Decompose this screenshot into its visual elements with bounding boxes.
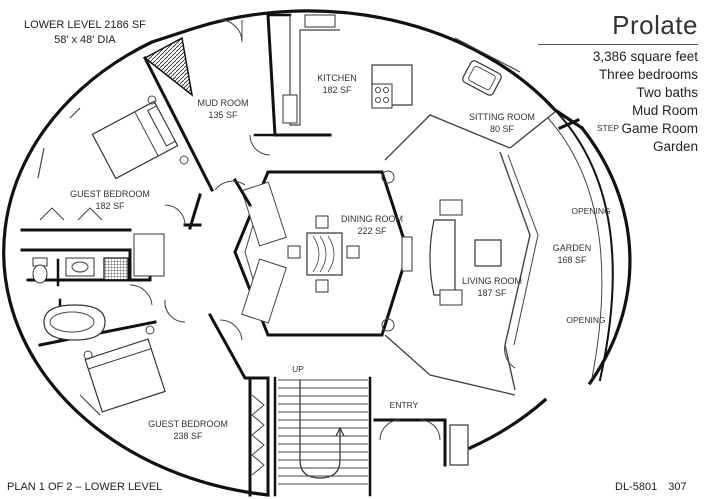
living-sofa: [429, 199, 502, 306]
door-mudroom-exterior: [219, 19, 243, 43]
guest-bed-lower: [84, 338, 166, 413]
cooktop: [371, 83, 393, 109]
exterior-dome-wall: [2, 9, 632, 497]
plan-code: DL-5801: [615, 481, 658, 493]
lower-level-diameter: 58' x 48' DIA: [54, 34, 116, 46]
title-block: Prolate 3,386 square feet Three bedrooms…: [538, 10, 698, 156]
nightstand: [147, 95, 157, 105]
plan-title: Prolate: [612, 10, 698, 40]
lower-level-note: LOWER LEVEL 2186 SF 58' x 48' DIA: [24, 18, 146, 48]
interior-walls: [20, 13, 580, 497]
sitting-chair: [462, 60, 502, 96]
vanity: [65, 257, 95, 277]
guest-bedroom-lower-label: GUEST BEDROOM: [148, 419, 228, 429]
dining-room-walls: [233, 170, 410, 337]
toilet-bowl: [32, 264, 48, 284]
dining-room-area: 222 SF: [357, 226, 387, 236]
spec-mud-room: Mud Room: [631, 103, 698, 118]
page-number: 307: [668, 481, 687, 493]
spec-baths: Two baths: [636, 85, 698, 100]
closet-box: [133, 233, 165, 277]
entry-double-door: [379, 419, 441, 441]
shower-grid: [103, 257, 129, 281]
mud-room-label: MUD ROOM: [198, 98, 249, 108]
guest-bedroom-lower-area: 238 SF: [173, 431, 203, 441]
sitting-room-area: 80 SF: [490, 124, 515, 134]
plan-page-label: PLAN 1 OF 2 – LOWER LEVEL: [7, 481, 163, 493]
spec-garden: Garden: [652, 139, 698, 154]
living-room-area: 187 SF: [477, 288, 507, 298]
kitchen-area: 182 SF: [322, 85, 352, 95]
dining-table: [287, 215, 413, 293]
lower-level-area: LOWER LEVEL 2186 SF: [24, 19, 146, 31]
living-room-label: LIVING ROOM: [462, 276, 522, 286]
guest-bedroom-upper-label: GUEST BEDROOM: [70, 189, 150, 199]
dining-room-label: DINING ROOM: [341, 214, 403, 224]
staircase: [273, 376, 372, 497]
sitting-room-label: SITTING ROOM: [469, 112, 535, 122]
entry-label: ENTRY: [390, 400, 419, 410]
plan-code-block: DL-5801 307: [615, 481, 687, 493]
bottom-bay-windows: [37, 37, 521, 416]
spec-game-room: Game Room: [621, 121, 698, 136]
stair-up-label: UP: [292, 364, 304, 374]
bathtub: [43, 304, 106, 341]
guest-bedroom-upper-area: 182 SF: [95, 201, 125, 211]
guest-bed-upper: [91, 100, 179, 180]
title-divider: [538, 44, 698, 45]
doors: [39, 19, 516, 441]
opening-bottom-label: OPENING: [566, 315, 605, 325]
garden-area: 168 SF: [557, 255, 587, 265]
spec-bedrooms: Three bedrooms: [598, 67, 698, 82]
spec-square-feet: 3,386 square feet: [592, 49, 698, 64]
kitchen-label: KITCHEN: [317, 73, 357, 83]
step-label: STEP: [597, 123, 620, 133]
garden-label: GARDEN: [553, 243, 592, 253]
hatched-column: [143, 36, 194, 97]
nightstand: [179, 155, 189, 165]
room-labels: KITCHEN 182 SF MUD ROOM 135 SF GUEST BED…: [70, 73, 619, 441]
opening-top-label: OPENING: [571, 206, 610, 216]
mud-room-area: 135 SF: [208, 110, 238, 120]
furniture: [83, 60, 502, 413]
